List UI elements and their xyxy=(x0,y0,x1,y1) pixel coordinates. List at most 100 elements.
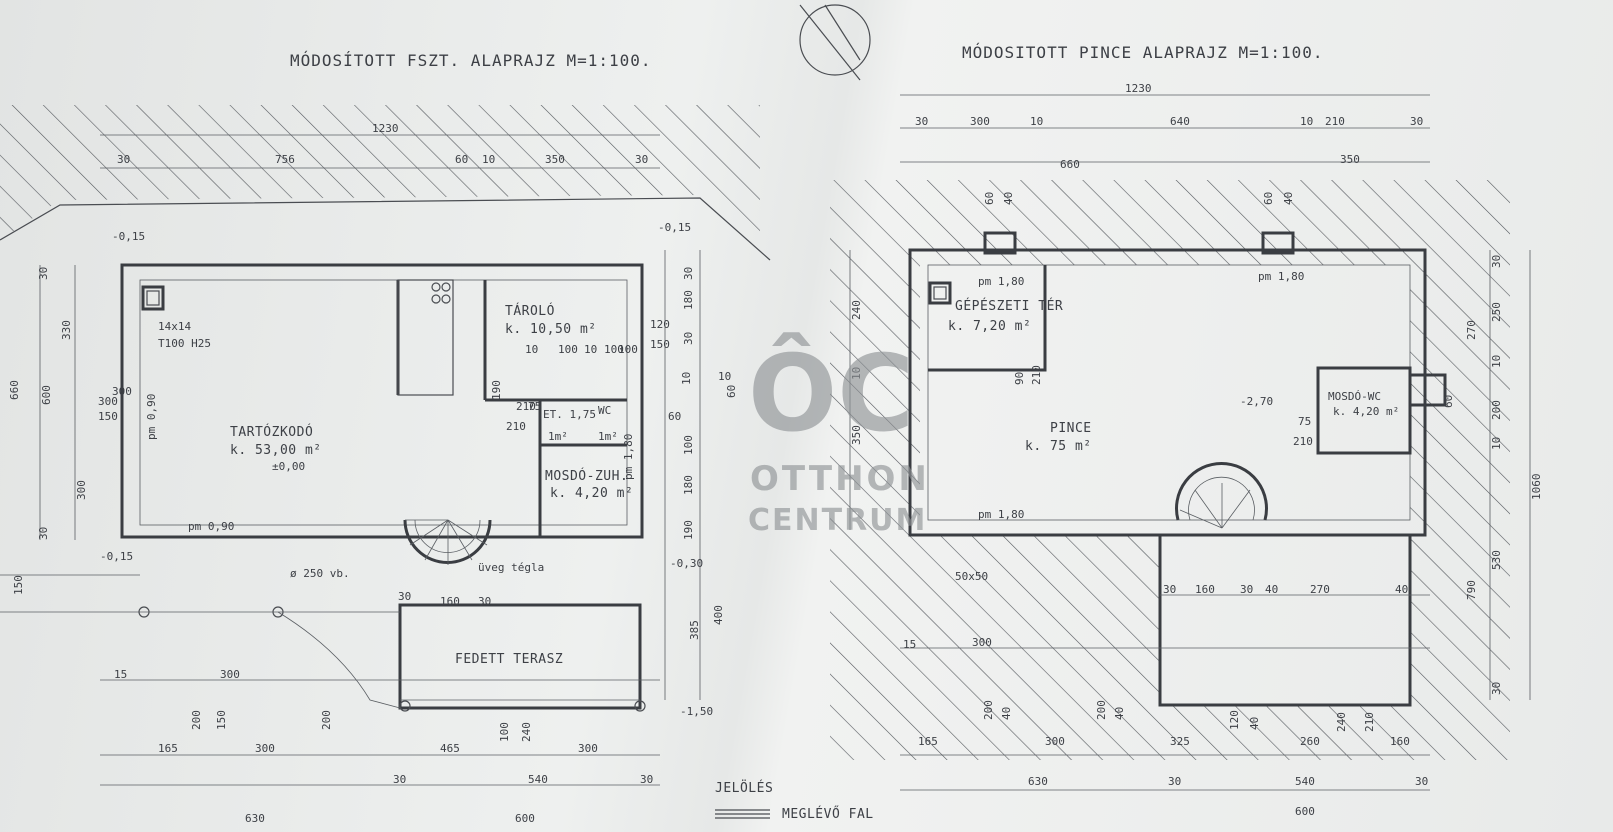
dim-left-inner: 100 xyxy=(682,435,695,455)
dim-left-bottom: 300 xyxy=(578,742,598,755)
site-boundary xyxy=(0,197,771,261)
dim-right-bottom: 30 xyxy=(1415,775,1428,788)
room-area-shower: k. 4,20 m² xyxy=(550,486,633,501)
dim-right-bottom: 160 xyxy=(1390,735,1410,748)
dim-left-inner: 385 xyxy=(688,620,701,640)
room-name-washroom: MOSDÓ-WC xyxy=(1328,390,1381,403)
room-name-terrace: FEDETT TERASZ xyxy=(455,652,563,667)
dim-right-bottom: 325 xyxy=(1170,735,1190,748)
dim-right-bottom: 15 xyxy=(903,638,916,651)
dim-left-inner: 10 xyxy=(680,372,693,385)
dim-right-side: 350 xyxy=(850,425,863,445)
dim-right-bottom: 30 xyxy=(1240,583,1253,596)
pm-label-1: pm 0,90 xyxy=(188,520,234,533)
column-label: ø 250 vb. xyxy=(290,567,350,580)
dim-right-bottom: 270 xyxy=(1310,583,1330,596)
exterior-wall-inner xyxy=(139,279,628,526)
basement-pm-1: pm 1,80 xyxy=(978,275,1024,288)
watermark-line2: CENTRUM xyxy=(748,503,927,538)
otthon-centrum-watermark: ÔC OTTHON CENTRUM xyxy=(748,332,927,538)
column-size: 50x50 xyxy=(955,570,988,583)
dim-left-inner: 100 xyxy=(618,343,638,356)
dim-left-inner: 30 xyxy=(682,267,695,280)
spiral-staircase xyxy=(403,519,492,565)
dim-left-bottom: 600 xyxy=(515,812,535,825)
kitchen-counter xyxy=(397,279,454,396)
dim-left-top: 756 xyxy=(275,153,295,166)
room-name-et: ET. 1,75 xyxy=(543,408,596,421)
level-mark-1: -0,15 xyxy=(112,230,145,243)
dim-left-bottom: 465 xyxy=(440,742,460,755)
ground-floor-plan xyxy=(0,105,771,786)
dim-left-inner: 160 xyxy=(440,595,460,608)
dim-left-top: 10 xyxy=(482,153,495,166)
terrace-outline xyxy=(398,603,642,710)
glass-brick-label: üveg tégla xyxy=(478,561,544,574)
room-name-living: TARTÓZKODÓ xyxy=(230,424,313,440)
chimney-size: 14x14 xyxy=(158,320,191,333)
dim-left-inner: 210 xyxy=(516,400,536,413)
dim-left-bottom: 165 xyxy=(158,742,178,755)
room-name-wc: WC xyxy=(598,404,611,417)
dim-right-bottom: 40 xyxy=(1113,707,1126,720)
dim-right-top: 30 xyxy=(915,115,928,128)
dim-left-inner: 30 xyxy=(398,590,411,603)
dim-right-bottom: 300 xyxy=(1045,735,1065,748)
dim-left-bottom: 240 xyxy=(520,722,533,742)
dim-left-side: 150 xyxy=(12,575,25,595)
dim-right-side: 240 xyxy=(850,300,863,320)
dim-right-side: 60 xyxy=(1262,192,1275,205)
dim-right-edge: 1060 xyxy=(1530,474,1543,501)
room-name-shower: MOSDÓ-ZUH. xyxy=(545,468,628,484)
dim-left-top-total: 1230 xyxy=(372,122,399,135)
dim-left-bottom: 540 xyxy=(528,773,548,786)
dim-left-bottom: 630 xyxy=(245,812,265,825)
level-mark-4: ±0,00 xyxy=(272,460,305,473)
dim-right-bottom: 260 xyxy=(1300,735,1320,748)
dim-right-bottom: 30 xyxy=(1168,775,1181,788)
dim-left-top: 60 xyxy=(455,153,468,166)
room-area-mech: k. 7,20 m² xyxy=(948,319,1031,334)
chimney xyxy=(141,285,165,311)
dim-left-bottom: 15 xyxy=(114,668,127,681)
dim-left-side: 30 xyxy=(37,527,50,540)
dim-left-bottom: 200 xyxy=(190,710,203,730)
level-mark-2: -0,15 xyxy=(658,221,691,234)
dim-left-inner: 100 xyxy=(558,343,578,356)
dim-right-side: 75 xyxy=(1298,415,1311,428)
dim-left-inner: 60 xyxy=(725,385,738,398)
right-plan-title: MÓDOSITOTT PINCE ALAPRAJZ M=1:100. xyxy=(962,43,1324,62)
room-name-basement: PINCE xyxy=(1050,421,1092,436)
mech-room-wall xyxy=(928,265,1047,372)
dim-left-inner: 60 xyxy=(668,410,681,423)
north-arrow xyxy=(799,4,871,81)
dim-left-inner: 150 xyxy=(650,338,670,351)
dim-left-inner: 100 xyxy=(604,343,624,356)
watermark-logo: ÔC xyxy=(748,332,914,455)
dim-right-top: 10 xyxy=(1300,115,1313,128)
dim-right-edge: 30 xyxy=(1490,682,1503,695)
room-area-storage: k. 10,50 m² xyxy=(505,322,597,337)
dim-right-edge: 530 xyxy=(1490,550,1503,570)
dim-left-inner: 190 xyxy=(682,520,695,540)
curved-path xyxy=(277,611,401,709)
dim-right-bottom: 40 xyxy=(1000,707,1013,720)
dim-right-bottom: 165 xyxy=(918,735,938,748)
dim-left-bottom: 300 xyxy=(220,668,240,681)
hatched-soil-right xyxy=(830,180,1510,760)
left-plan-title: MÓDOSÍTOTT FSZT. ALAPRAJZ M=1:100. xyxy=(290,51,652,70)
dim-left-bottom: 200 xyxy=(320,710,333,730)
dim-left-inner: 10 xyxy=(584,343,597,356)
basement-plan xyxy=(830,94,1531,791)
dim-right-bottom: 630 xyxy=(1028,775,1048,788)
room-area-washroom: k. 4,20 m² xyxy=(1333,405,1399,418)
dim-right-top-total: 1230 xyxy=(1125,82,1152,95)
dim-left-inner: 180 xyxy=(682,290,695,310)
dim-left-inner: 400 xyxy=(712,605,725,625)
dim-left-bottom: 30 xyxy=(393,773,406,786)
dim-right-bottom: 160 xyxy=(1195,583,1215,596)
dim-left-side: 300 xyxy=(98,395,118,408)
dim-right-bottom: 540 xyxy=(1295,775,1315,788)
legend-item: MEGLÉVŐ FAL xyxy=(782,806,874,822)
